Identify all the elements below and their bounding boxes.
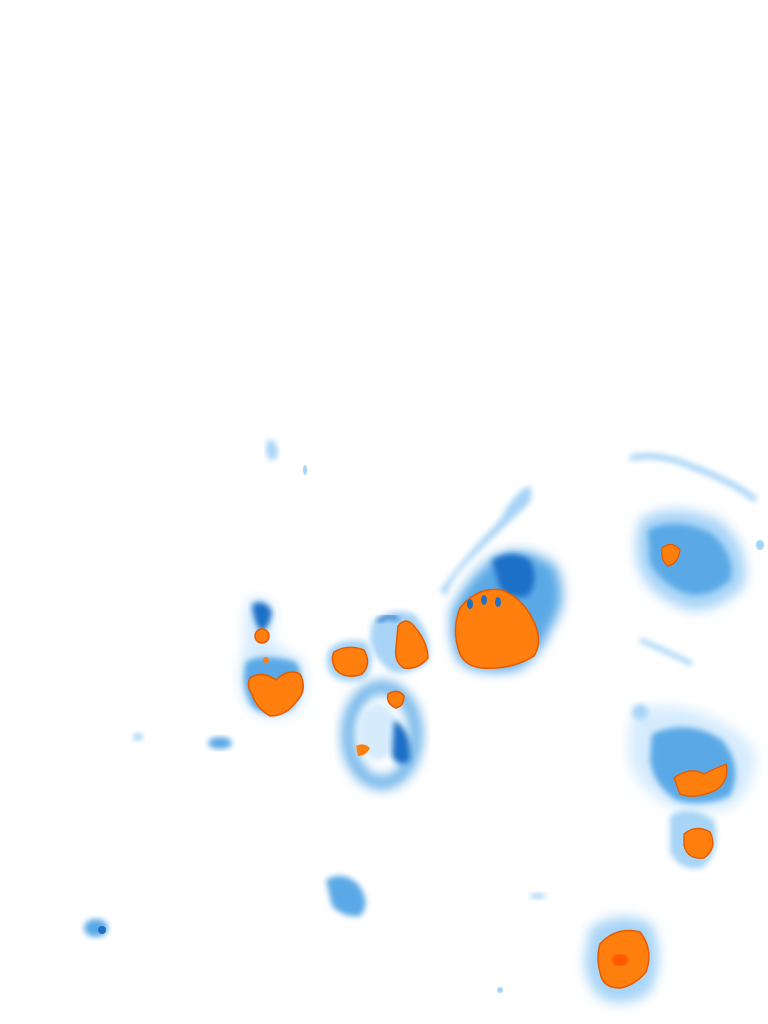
heavy-core: [454, 588, 540, 669]
echo-fragments-scattered: [84, 704, 648, 993]
storm-cell-main: [440, 486, 563, 672]
storm-cell-southeast: [628, 706, 756, 869]
storm-cell-west: [239, 596, 306, 719]
storm-cell-central: [326, 611, 430, 682]
heavy-core: [247, 671, 304, 717]
echo-fragment-north: [266, 439, 307, 475]
storm-cell-ring: [342, 681, 422, 789]
storm-cell-south: [584, 916, 659, 1003]
storm-cell-northeast: [629, 453, 764, 667]
